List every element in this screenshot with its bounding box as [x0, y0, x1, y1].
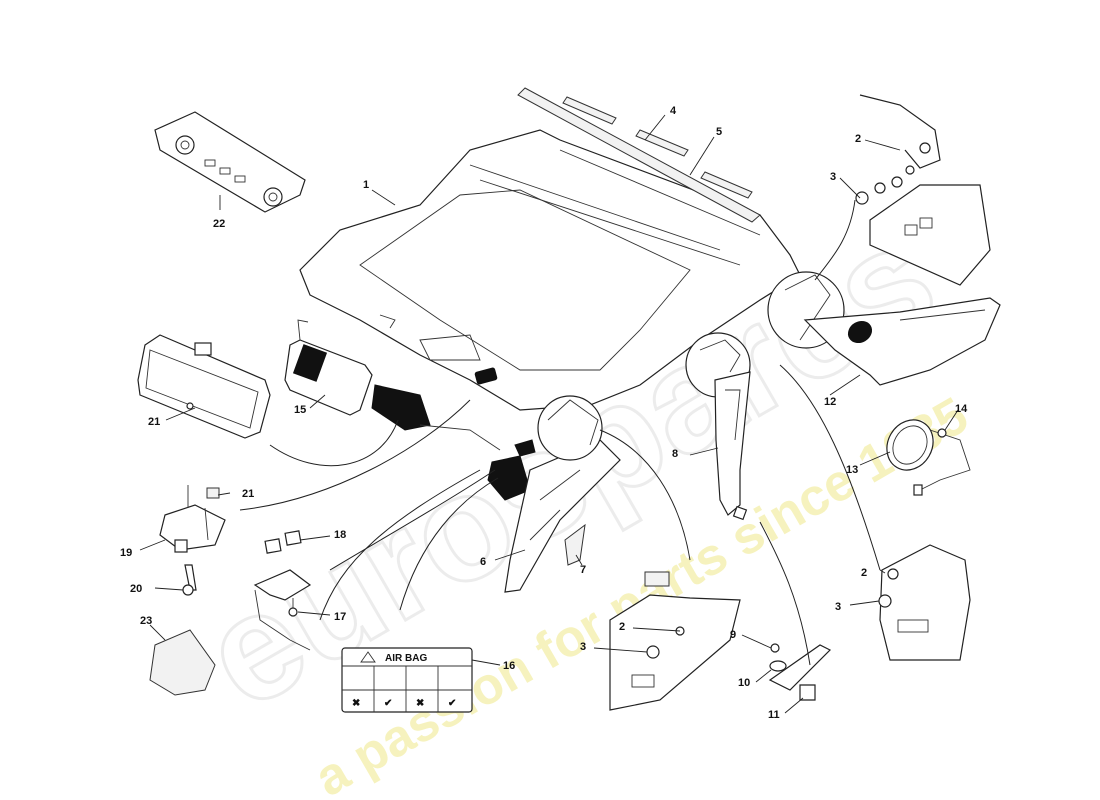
callout-6: 6 [480, 556, 486, 568]
bracket-part-17-18 [253, 530, 312, 651]
callout-18: 18 [334, 529, 346, 541]
trim-cover-part-23 [149, 629, 216, 696]
airbag-mark-3: ✖ [416, 698, 424, 709]
airbag-mark-4: ✔ [448, 698, 456, 709]
airbag-label-title: AIR BAG [385, 653, 427, 664]
callout-11: 11 [768, 709, 780, 721]
callout-13: 13 [846, 464, 858, 476]
callout-22: 22 [213, 218, 225, 230]
b-pillar-trim-part-8 [714, 371, 751, 521]
mirror-mount-part-19 [159, 485, 226, 596]
airbag-label-part-16: AIR BAG ✖ ✔ ✖ ✔ [341, 647, 473, 713]
leader-lines [139, 114, 959, 714]
callout-2a: 2 [855, 133, 861, 145]
interior-lamp-part-13-14 [886, 419, 971, 496]
callout-1: 1 [363, 179, 369, 191]
callout-5: 5 [716, 126, 722, 138]
overhead-console-part-22 [154, 111, 306, 213]
callout-21b: 21 [242, 488, 254, 500]
callout-4: 4 [670, 105, 677, 117]
callout-12: 12 [824, 396, 836, 408]
rear-view-mirror-part-21 [137, 334, 271, 439]
callout-3a: 3 [830, 171, 836, 183]
callout-8: 8 [672, 448, 678, 460]
upper-right-panel [855, 94, 991, 286]
callout-numbers: 1 4 5 2 3 22 21 15 21 19 20 18 17 23 16 … [120, 105, 968, 721]
c-pillar-trim-part-12 [803, 297, 1001, 386]
airbag-mark-2: ✔ [384, 698, 392, 709]
sun-visor-part-15 [284, 319, 536, 501]
callout-16: 16 [503, 660, 515, 672]
callout-21a: 21 [148, 416, 160, 428]
lower-right-panels [878, 544, 971, 661]
lower-center-panel [609, 571, 741, 711]
callout-19: 19 [120, 547, 132, 559]
assembly-arrows [239, 199, 881, 666]
callout-2b: 2 [619, 621, 625, 633]
callout-15: 15 [294, 404, 306, 416]
callout-17: 17 [334, 611, 346, 623]
bracket-part-9-10-11 [768, 643, 832, 701]
a-pillar-trim-part-6-7 [504, 439, 621, 593]
callout-7: 7 [580, 564, 586, 576]
headliner-part-1 [299, 129, 801, 411]
callout-3b: 3 [580, 641, 586, 653]
callout-14: 14 [955, 403, 968, 415]
callout-9: 9 [730, 629, 736, 641]
airbag-mark-1: ✖ [352, 698, 360, 709]
roof-strips-part-4-5 [517, 87, 761, 223]
callout-10: 10 [738, 677, 750, 689]
callout-20: 20 [130, 583, 142, 595]
callout-23: 23 [140, 615, 152, 627]
callout-3c: 3 [835, 601, 841, 613]
callout-2c: 2 [861, 567, 867, 579]
